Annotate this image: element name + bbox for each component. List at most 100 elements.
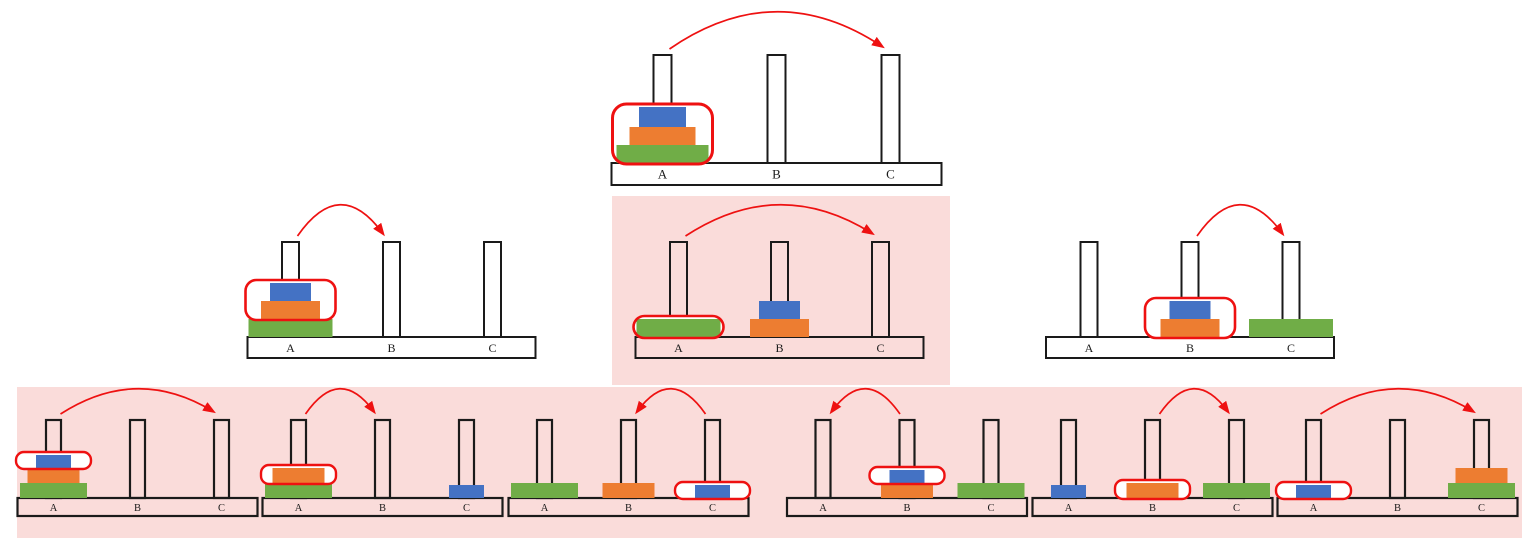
disk-medium	[602, 483, 655, 498]
hanoi-state-child-1: A B C	[244, 203, 537, 359]
highlight-box	[673, 480, 752, 501]
peg-B	[1388, 418, 1407, 500]
highlight-box	[632, 314, 725, 340]
shaded-region	[612, 196, 950, 385]
disk-medium	[261, 301, 320, 319]
peg-C	[871, 241, 890, 338]
peg-C	[880, 54, 901, 164]
hanoi-state-leaf-3: A B C	[507, 387, 752, 518]
peg-B	[382, 241, 401, 338]
hanoi-state-leaf-1: A B C	[14, 387, 259, 518]
disk-medium	[881, 483, 933, 498]
disk-small	[1296, 485, 1331, 498]
peg-label-C: C	[1287, 341, 1295, 355]
move-arrow	[635, 387, 707, 415]
peg-label-C: C	[886, 167, 895, 182]
highlight-box	[14, 450, 93, 471]
peg-label-A: A	[1085, 341, 1094, 355]
peg-B	[128, 418, 147, 500]
disk-large	[1249, 319, 1333, 337]
peg-label-A: A	[286, 341, 295, 355]
disk-large	[265, 483, 332, 498]
disk-medium	[1160, 319, 1220, 337]
highlight-box	[1143, 296, 1237, 340]
hanoi-state-child-3: A B C	[1045, 203, 1335, 359]
highlight-box	[244, 278, 337, 322]
disk-large	[636, 319, 721, 337]
disk-small	[449, 485, 484, 498]
shaded-region	[17, 387, 1522, 538]
peg-label-C: C	[709, 503, 716, 514]
peg-label-B: B	[1186, 341, 1194, 355]
peg-label-C: C	[488, 341, 496, 355]
disk-small	[1051, 485, 1086, 498]
disk-large	[511, 483, 578, 498]
disk-small	[889, 470, 925, 483]
peg-label-B: B	[903, 503, 910, 514]
disk-medium	[1455, 468, 1508, 483]
disk-medium	[1126, 483, 1179, 498]
disk-medium	[750, 319, 809, 337]
disk-small	[759, 301, 800, 319]
peg-label-B: B	[775, 341, 783, 355]
disk-small	[1169, 301, 1211, 319]
hanoi-state-leaf-4: A B C	[785, 387, 1029, 518]
highlight-box	[611, 102, 714, 166]
highlight-box	[259, 463, 338, 486]
disk-small	[639, 107, 686, 127]
move-arrow	[304, 387, 376, 415]
disk-medium	[27, 468, 80, 483]
peg-label-C: C	[876, 341, 884, 355]
peg-label-B: B	[1394, 503, 1401, 514]
peg-label-A: A	[1065, 503, 1073, 514]
peg-label-B: B	[134, 503, 141, 514]
disk-large	[957, 483, 1025, 498]
move-arrow	[1158, 387, 1230, 415]
peg-label-C: C	[987, 503, 994, 514]
peg-label-A: A	[50, 503, 58, 514]
disk-medium	[629, 127, 696, 145]
peg-C	[483, 241, 502, 338]
disk-small	[36, 455, 71, 468]
peg-label-A: A	[674, 341, 683, 355]
peg-label-A: A	[295, 503, 303, 514]
hanoi-state-leaf-5: A B C	[1031, 387, 1274, 518]
move-arrow	[296, 203, 385, 237]
peg-label-C: C	[218, 503, 225, 514]
move-arrow	[829, 387, 901, 415]
peg-label-C: C	[463, 503, 470, 514]
disk-large	[248, 319, 333, 337]
peg-label-B: B	[625, 503, 632, 514]
peg-label-C: C	[1233, 503, 1240, 514]
peg-C	[212, 418, 231, 500]
peg-B	[766, 54, 787, 164]
move-arrow	[1320, 387, 1476, 415]
hanoi-state-child-2: A B C	[632, 203, 925, 359]
disk-small	[270, 283, 311, 301]
peg-label-A: A	[819, 503, 827, 514]
move-arrow	[1196, 203, 1285, 237]
peg-label-B: B	[1149, 503, 1156, 514]
disk-medium	[272, 468, 325, 483]
hanoi-state-leaf-2: A B C	[259, 387, 504, 518]
highlight-box	[1274, 480, 1353, 501]
peg-label-B: B	[772, 167, 781, 182]
peg-label-B: B	[387, 341, 395, 355]
peg-label-A: A	[541, 503, 549, 514]
highlight-box	[1113, 478, 1192, 501]
peg-label-A: A	[658, 167, 668, 182]
disk-large	[1448, 483, 1515, 498]
disk-small	[695, 485, 730, 498]
peg-B	[373, 418, 392, 500]
peg-A	[1079, 241, 1099, 338]
disk-large	[616, 145, 709, 163]
highlight-box	[868, 465, 946, 486]
peg-label-A: A	[1310, 503, 1318, 514]
move-arrow	[669, 10, 885, 50]
peg-label-B: B	[379, 503, 386, 514]
move-arrow	[60, 387, 216, 415]
peg-A	[814, 418, 832, 500]
